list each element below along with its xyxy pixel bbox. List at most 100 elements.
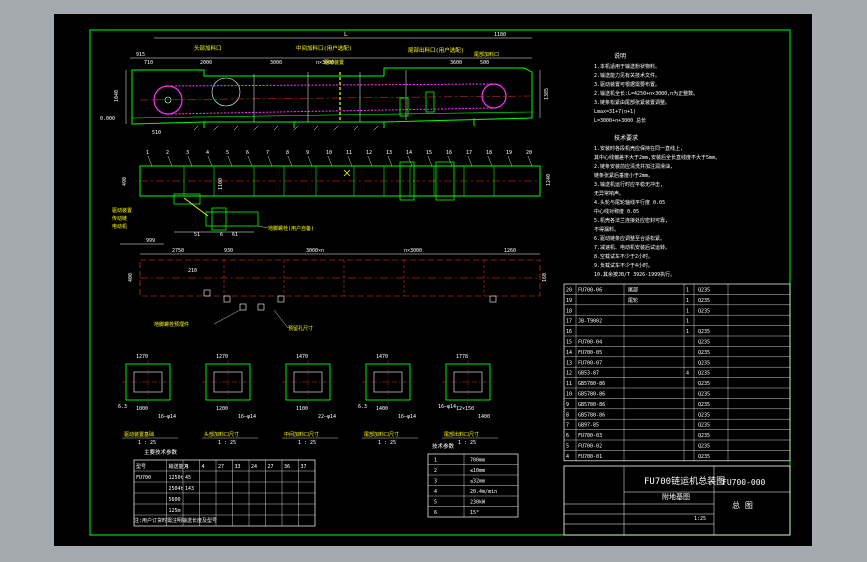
section-dim: 16—φ14	[158, 414, 176, 420]
section-dim: 16—φ14	[438, 404, 456, 410]
section-label: 驱动装置基础	[124, 431, 154, 438]
part-leader	[367, 155, 373, 167]
notes-top: 说明 1.本机适用于输送粉状物料。 2.输送能力见有关技术文件。 3.驱动装置可…	[594, 52, 698, 124]
dim-top-right: 1180	[494, 32, 506, 38]
section-label: 头部加料口尺寸	[204, 431, 239, 438]
dim-3000: 3000	[270, 60, 282, 66]
small-cell-index: 2	[434, 468, 437, 474]
title-main: FU700链运机总装图	[644, 475, 725, 487]
note-tech-line: 不得漏料。	[594, 226, 619, 233]
bom-cell: Q235	[698, 371, 710, 377]
small-cell-index: 6	[434, 510, 437, 516]
bom-cell: 1	[686, 288, 689, 294]
part-number-9: 9	[306, 150, 309, 156]
plan-tensioner	[435, 161, 455, 201]
section-dim: 16—φ14	[398, 414, 416, 420]
callout-head-inlet: 头部加料口	[194, 44, 222, 52]
part-number-16: 16	[446, 150, 452, 156]
params-footer: 注:用户订货时需注明输送长度及型号	[134, 517, 217, 524]
part-number-12: 12	[366, 150, 372, 156]
notes-tech: 技术要求 1.安装时各段机壳应保持在同一直线上, 其中心线偏差不大于2mm,安装…	[594, 134, 720, 278]
foundation-callout-2: 预留孔尺寸	[288, 325, 313, 332]
section-dim: 22—φ14	[318, 414, 336, 420]
section-scale: 1 : 25	[298, 440, 316, 446]
params-header-cell: 33	[235, 464, 241, 470]
dim-3600: 3600	[450, 60, 462, 66]
bom-cell: 4	[566, 454, 569, 460]
bom-cell: JB-T9002	[578, 319, 602, 325]
dim-left-vertical: 1040	[114, 90, 120, 102]
bom-cell: 16	[566, 329, 572, 335]
part-number-6: 6	[246, 150, 249, 156]
part-number-11: 11	[346, 150, 352, 156]
part-leader	[467, 155, 473, 167]
dim-2000: 2000	[200, 60, 212, 66]
part-number-13: 13	[386, 150, 392, 156]
section-dim: 6.3	[358, 404, 367, 410]
foundation-callout-1: 地脚螺栓预埋件	[154, 321, 189, 328]
plan-callout-2: 传动链	[112, 215, 127, 222]
part-number-14: 14	[406, 150, 412, 156]
note-top-line: 1.本机适用于输送粉状物料。	[594, 63, 660, 70]
part-number-7: 7	[266, 150, 269, 156]
section-dim: 6.3	[118, 404, 127, 410]
small-cell-value: ≤32mm	[470, 479, 485, 485]
bom-cell: Q235	[698, 360, 710, 366]
dim-930: 930	[224, 248, 233, 254]
note-tech-line: 2.链条安装前应清洗并加注润滑油,	[594, 163, 673, 170]
part-number-2: 2	[166, 150, 169, 156]
part-leader	[187, 155, 193, 167]
section-label: 中间加料口尺寸	[284, 431, 319, 438]
params-cell: 5600	[169, 497, 181, 503]
small-cell-index: 5	[434, 500, 437, 506]
part-leader	[247, 155, 253, 167]
bom-cell: Q235	[698, 392, 710, 398]
part-leader	[147, 155, 153, 167]
part-leader	[427, 155, 433, 167]
note-tech-line: 链条张紧后垂度小于2mm。	[594, 172, 653, 179]
notes-top-lines: 1.本机适用于输送粉状物料。 2.输送能力见有关技术文件。 3.驱动装置可根据需…	[594, 63, 698, 124]
head-shaft	[164, 96, 172, 104]
bom-cell: FU700-01	[578, 454, 602, 460]
part-number-20: 20	[526, 150, 532, 156]
small-cell-index: 4	[434, 489, 437, 495]
bom-cell: 尾部	[628, 287, 638, 294]
bom-cell: Q235	[698, 423, 710, 429]
title-block-frame	[563, 465, 791, 536]
small-cell-value: 20.4m/min	[470, 489, 497, 495]
foundation-outline	[139, 259, 541, 297]
cad-drawing: L 1180 915 710 2000 3000 n×3000 3600 500…	[89, 29, 791, 536]
section-scale: 1 : 25	[378, 440, 396, 446]
leader-bottom	[257, 225, 269, 229]
params-header-cell: 24	[251, 464, 257, 470]
bom-cell: FU700-04	[578, 340, 602, 346]
dim-999: 999	[146, 238, 155, 244]
anchor-holes	[203, 289, 497, 311]
params-header-cell: 27	[268, 464, 274, 470]
note-top-line: 3.驱动装置可根据需要布置。	[594, 81, 660, 88]
bom-cell: 15	[566, 340, 572, 346]
bom-cell: Q235	[698, 308, 710, 314]
casing-bottom-line	[131, 111, 533, 119]
bom-cell: 1	[686, 308, 689, 314]
params-header-cell: 4	[185, 464, 188, 470]
note-top-line: 2.输送机全长:L=4250+n×3000,n为正整数。	[594, 90, 698, 97]
bom-cell: 11	[566, 381, 572, 387]
note-top-line: 2.输送能力见有关技术文件。	[594, 72, 660, 79]
bom-cell: 18	[566, 308, 572, 314]
part-leader	[267, 155, 273, 167]
bom-cell: Q235	[698, 350, 710, 356]
part-number-19: 19	[506, 150, 512, 156]
part-number-8: 8	[286, 150, 289, 156]
plan-drive-chain	[183, 197, 209, 217]
bom-cell: Q235	[698, 444, 710, 450]
small-cell-index: 3	[434, 479, 437, 485]
callout-mid-inlet: 中间加料口(用户选配)	[296, 44, 352, 52]
dim-plan-1240: 1240	[546, 174, 552, 186]
tensioner-box	[425, 91, 435, 113]
params-cell: 45	[185, 475, 191, 481]
